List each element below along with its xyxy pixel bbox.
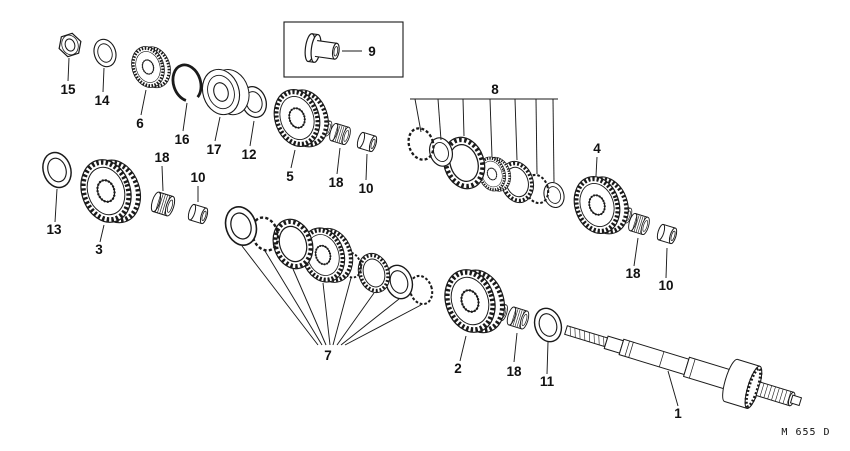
callout-3: 3 [95, 242, 103, 257]
callout-7: 7 [324, 348, 332, 363]
part-bushing-10b [655, 223, 679, 245]
part-lockwasher-14 [89, 35, 121, 71]
callout-15: 15 [60, 82, 76, 97]
callout-2: 2 [454, 361, 462, 376]
diagram-code: M 655 D [781, 427, 830, 438]
callout-13: 13 [46, 222, 62, 237]
part-bushing-10c [186, 203, 210, 225]
leader-lines [54, 50, 679, 407]
part-gear-2 [437, 260, 512, 341]
callout-18a: 18 [328, 175, 344, 190]
callout-5: 5 [286, 169, 294, 184]
callout-18b: 18 [625, 266, 641, 281]
callout-18d: 18 [506, 364, 522, 379]
part-gear-4 [567, 168, 635, 242]
callout-14: 14 [94, 93, 110, 108]
part-gear-5 [267, 81, 335, 155]
part-washer-11 [529, 304, 567, 346]
callout-10c: 10 [190, 170, 205, 185]
callout-1: 1 [674, 406, 682, 421]
part-ring-7 [219, 201, 263, 251]
part-gear-3 [73, 150, 148, 231]
part-hub-17 [196, 61, 256, 123]
callout-4: 4 [593, 141, 601, 156]
part-gear-6 [124, 38, 178, 96]
part-bushing-9 [302, 32, 342, 67]
part-bushing-10a [355, 131, 379, 153]
callout-12: 12 [241, 147, 256, 162]
callout-8: 8 [491, 82, 499, 97]
inset-box [283, 21, 404, 78]
part-washer-13 [37, 148, 77, 192]
callout-11: 11 [540, 374, 555, 389]
callout-labels: 15 14 6 16 17 12 5 18 10 9 8 4 18 10 13 … [46, 44, 682, 421]
callout-17: 17 [206, 142, 221, 157]
callout-10b: 10 [658, 278, 673, 293]
part-collar-18d [505, 305, 531, 331]
part-mainshaft [564, 325, 803, 409]
part-locknut-15 [55, 30, 85, 60]
callout-10a: 10 [358, 181, 373, 196]
part-retainer-16 [167, 59, 207, 107]
part-ring-8g [540, 179, 568, 211]
callout-9: 9 [368, 44, 376, 59]
callout-6: 6 [136, 116, 144, 131]
callout-16: 16 [174, 132, 190, 147]
callout-18c: 18 [154, 150, 170, 165]
part-collar-18c [148, 190, 178, 218]
